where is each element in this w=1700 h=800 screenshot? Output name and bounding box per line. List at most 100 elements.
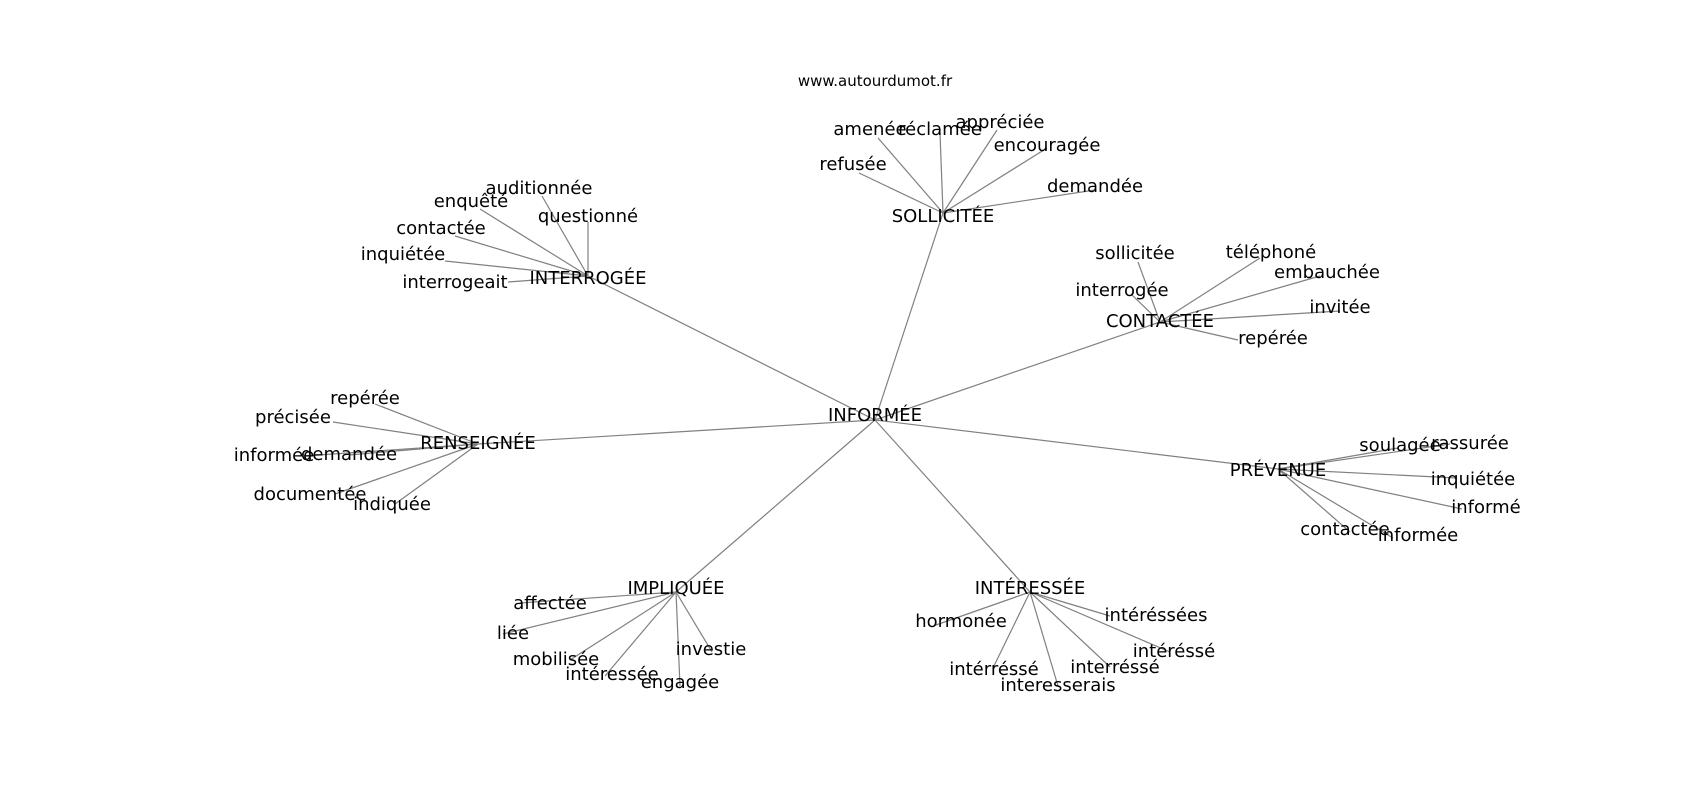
leaf-node-label: contactée	[396, 218, 486, 239]
leaf-node-label: intéressée	[565, 664, 659, 685]
cluster-node-label: RENSEIGNÉE	[420, 432, 536, 454]
edge-cluster-2-leaf-6	[507, 275, 589, 283]
edge-cluster-4-leaf-2	[332, 421, 479, 445]
edge-cluster-3-leaf-4	[1131, 294, 1161, 323]
edge-center-5	[874, 419, 1279, 470]
leaf-node-label: amenée	[833, 119, 906, 140]
leaf-node-label: intérréssé	[949, 659, 1039, 680]
leaf-node-label: informé	[1451, 497, 1520, 518]
edge-cluster-2-leaf-4	[454, 235, 589, 277]
edge-cluster-7-leaf-1	[935, 591, 1031, 626]
leaf-node-label: soulagée	[1359, 435, 1440, 456]
edge-cluster-2-leaf-1	[541, 195, 589, 277]
cluster-node-label: PRÉVENUE	[1230, 459, 1326, 481]
leaf-node-label: informée	[1378, 525, 1459, 546]
edge-cluster-7-leaf-6	[1029, 591, 1059, 687]
edge-cluster-2-leaf-2	[479, 208, 589, 277]
edge-cluster-6-leaf-1	[519, 591, 677, 604]
leaf-node-label: informée	[234, 445, 315, 466]
graph-edges	[303, 129, 1463, 687]
leaf-node-label: investie	[676, 639, 747, 660]
leaf-node-label: demandée	[1047, 176, 1143, 197]
leaf-node-label: contactée	[1300, 519, 1390, 540]
cluster-node-label: IMPLIQUÉE	[627, 577, 724, 599]
leaf-node-label: interesserais	[1000, 675, 1115, 696]
leaf-node-label: liée	[497, 623, 529, 644]
cluster-node-label: SOLLICITÉE	[892, 205, 995, 227]
leaf-node-label: réclamée	[898, 119, 982, 140]
leaf-node-label: documentée	[254, 484, 367, 505]
edge-cluster-3-leaf-6	[1159, 321, 1239, 341]
edge-cluster-5-leaf-6	[1277, 468, 1394, 539]
edge-cluster-3-leaf-2	[1159, 257, 1261, 323]
leaf-node-label: refusée	[819, 154, 886, 175]
edge-cluster-3-leaf-3	[1159, 275, 1321, 323]
leaf-node-label: invitée	[1309, 297, 1370, 318]
leaf-node-label: appréciée	[955, 112, 1044, 133]
edge-cluster-3-leaf-1	[1137, 261, 1161, 323]
edge-cluster-1-leaf-2	[939, 132, 944, 214]
leaf-node-label: intéréssées	[1105, 605, 1208, 626]
edge-cluster-6-leaf-4	[604, 591, 677, 677]
source-watermark: www.autourdumot.fr	[797, 72, 953, 90]
edge-cluster-1-leaf-4	[942, 147, 1048, 214]
leaf-node-label: interrogeait	[402, 272, 507, 293]
edge-center-2	[587, 275, 876, 421]
edge-cluster-7-leaf-4	[992, 591, 1031, 669]
leaf-node-label: hormonée	[915, 611, 1007, 632]
edge-center-6	[675, 419, 876, 593]
edge-cluster-6-leaf-3	[569, 591, 677, 661]
edge-cluster-6-leaf-5	[675, 591, 681, 687]
edge-cluster-7-leaf-3	[1029, 591, 1171, 653]
edge-cluster-6-leaf-6	[675, 591, 713, 653]
edge-center-1	[874, 212, 944, 421]
edge-cluster-1-leaf-1	[877, 137, 944, 214]
edge-cluster-4-leaf-4	[348, 443, 479, 456]
leaf-node-label: sollicitée	[1095, 243, 1175, 264]
edge-cluster-4-leaf-5	[334, 443, 479, 495]
leaf-node-label: interréssé	[1070, 657, 1160, 678]
edge-cluster-7-leaf-5	[1029, 591, 1111, 668]
edge-center-3	[874, 321, 1161, 421]
leaf-node-label: interrogée	[1075, 280, 1168, 301]
leaf-node-label: indiquée	[353, 494, 431, 515]
edge-cluster-2-leaf-5	[444, 260, 589, 277]
leaf-node-label: embauchée	[1274, 262, 1380, 283]
leaf-node-label: téléphoné	[1226, 242, 1317, 263]
leaf-node-label: inquiétée	[361, 244, 446, 265]
center-node-label: INFORMÉE	[828, 404, 922, 426]
edge-cluster-1-leaf-6	[942, 189, 1096, 214]
edge-cluster-5-leaf-3	[1277, 468, 1457, 479]
edge-center-4	[477, 419, 876, 445]
edge-cluster-4-leaf-1	[374, 403, 479, 445]
cluster-node-label: INTÉRESSÉE	[975, 577, 1086, 599]
leaf-node-label: repérée	[1238, 328, 1308, 349]
leaf-node-label: encouragée	[994, 135, 1101, 156]
leaf-node-label: inquiétée	[1431, 469, 1516, 490]
edge-cluster-4-leaf-6	[394, 443, 479, 505]
leaf-node-label: affectée	[513, 593, 587, 614]
edge-cluster-5-leaf-5	[1277, 468, 1351, 533]
leaf-node-label: auditionnée	[486, 178, 593, 199]
leaf-node-label: précisée	[255, 407, 331, 428]
leaf-node-label: engagée	[641, 672, 720, 693]
leaf-node-label: intéréssé	[1133, 641, 1215, 662]
edge-cluster-1-leaf-3	[942, 129, 998, 214]
edge-cluster-6-leaf-2	[502, 591, 677, 635]
leaf-node-label: enquêté	[434, 191, 509, 212]
edge-cluster-7-leaf-2	[1029, 591, 1111, 617]
edge-cluster-5-leaf-2	[1277, 443, 1451, 470]
edge-cluster-1-leaf-5	[858, 172, 944, 214]
edge-center-7	[874, 419, 1031, 593]
edge-cluster-3-leaf-5	[1159, 310, 1341, 323]
leaf-node-label: demandée	[301, 444, 397, 465]
leaf-node-label: repérée	[330, 388, 400, 409]
leaf-node-label: rassurée	[1431, 433, 1509, 454]
edge-cluster-5-leaf-4	[1277, 468, 1463, 510]
cluster-node-label: CONTACTÉE	[1106, 310, 1214, 332]
cluster-node-label: INTERROGÉE	[529, 267, 646, 289]
leaf-node-label: questionné	[538, 206, 638, 227]
leaf-node-label: mobilisée	[513, 649, 600, 670]
